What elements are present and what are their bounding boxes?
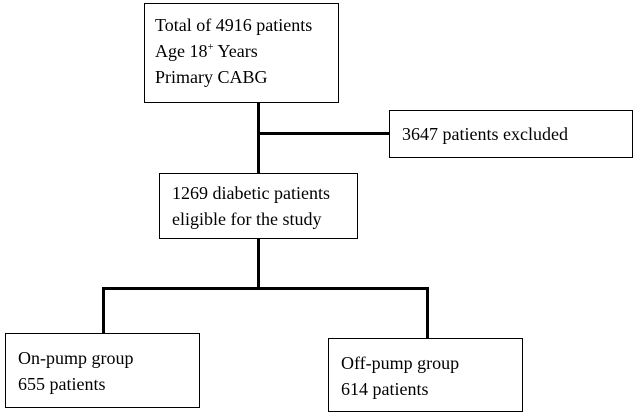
- connector-total-to-eligible: [257, 103, 260, 173]
- on-pump-group-label: On-pump group: [18, 348, 134, 368]
- connector-to-excluded: [257, 132, 389, 135]
- total-patients-text: Total of 4916 patients: [155, 15, 313, 35]
- on-pump-group-count: 655 patients: [18, 374, 106, 394]
- off-pump-group-box: Off-pump group 614 patients: [328, 338, 523, 412]
- connector-eligible-down: [257, 239, 260, 289]
- connector-split-horizontal: [102, 287, 429, 290]
- off-pump-group-label: Off-pump group: [341, 353, 460, 373]
- eligible-patients-box: 1269 diabetic patients eligible for the …: [159, 173, 358, 239]
- on-pump-group-box: On-pump group 655 patients: [5, 333, 200, 408]
- off-pump-group-count: 614 patients: [341, 379, 429, 399]
- excluded-patients-text: 3647 patients excluded: [402, 124, 568, 144]
- excluded-patients-box: 3647 patients excluded: [389, 110, 633, 158]
- eligible-patients-desc-text: eligible for the study: [172, 209, 322, 229]
- age-criterion-text: Age 18+ Years: [155, 41, 258, 61]
- procedure-criterion-text: Primary CABG: [155, 67, 268, 87]
- connector-to-off-pump: [426, 287, 429, 338]
- total-patients-box: Total of 4916 patients Age 18+ Years Pri…: [144, 3, 339, 103]
- eligible-patients-count-text: 1269 diabetic patients: [172, 183, 330, 203]
- connector-to-on-pump: [102, 287, 105, 333]
